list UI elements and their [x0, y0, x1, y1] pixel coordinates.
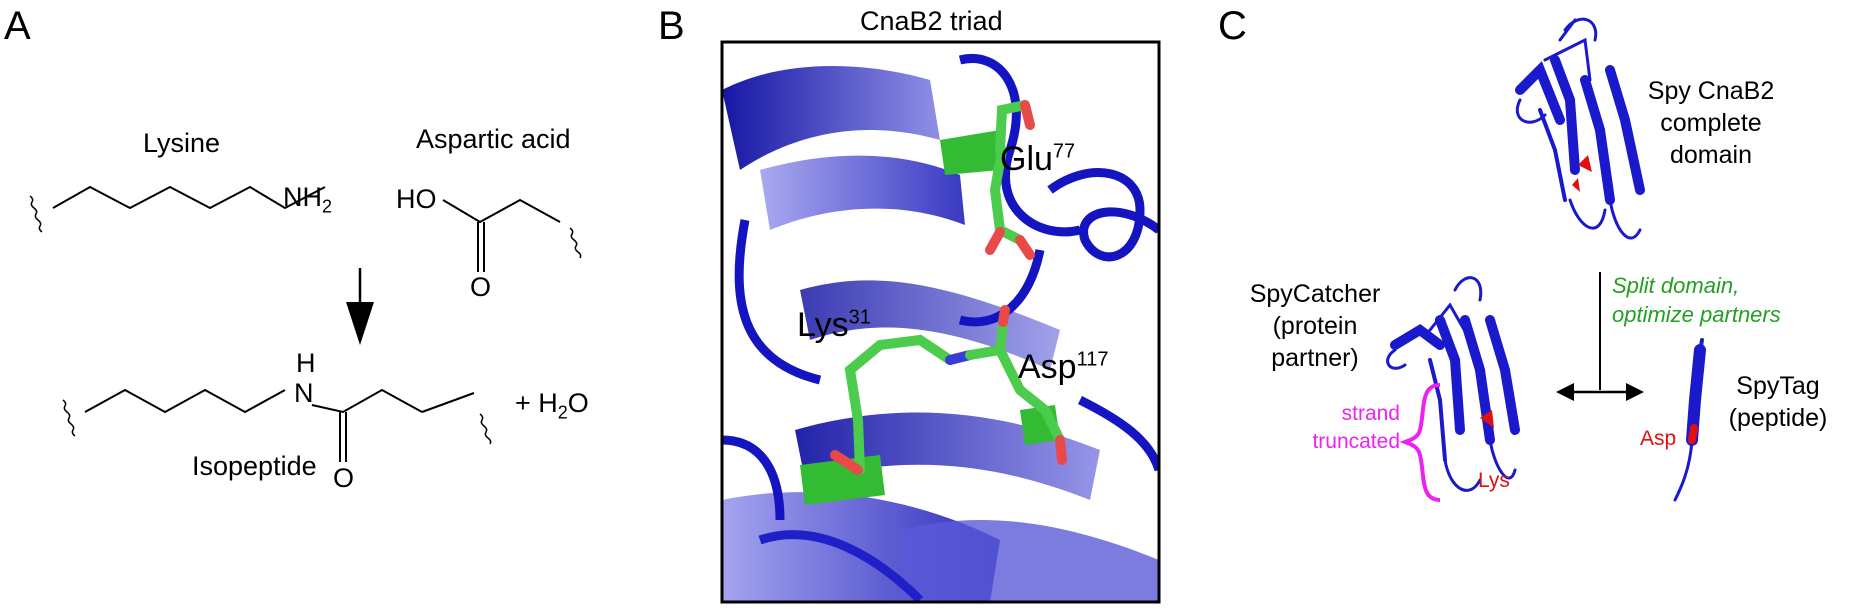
- spycatcher-red-lys: [1480, 410, 1494, 428]
- asp117-label: Asp117: [1018, 350, 1108, 384]
- spycatcher-lys-label: Lys: [1478, 469, 1510, 492]
- panel-b-title: CnaB2 triad: [860, 6, 1003, 36]
- panel-c-letter: C: [1218, 4, 1247, 48]
- lysine-wavy-bond: [29, 195, 43, 233]
- split-domain-line2: optimize partners: [1612, 301, 1781, 327]
- reaction-arrow: [346, 268, 374, 345]
- asp-oxygen-label: O: [470, 272, 492, 302]
- spytag-label: SpyTag (peptide): [1718, 370, 1838, 434]
- complete-domain-line3: domain: [1670, 141, 1752, 169]
- asp-chain: [442, 198, 561, 224]
- isopeptide-right-bond: [421, 392, 475, 413]
- isopeptide-chain: [84, 388, 286, 414]
- nh2-subscript: 2: [322, 196, 333, 217]
- water-plus-h: + H: [515, 388, 558, 418]
- double-arrow-right-head: [1626, 383, 1644, 401]
- asp-number: 117: [1076, 348, 1109, 371]
- lysine-label: Lysine: [143, 128, 221, 158]
- panel-b-structure: [720, 40, 1161, 604]
- ho-label: HO: [396, 184, 437, 214]
- panel-a-chemistry: [29, 185, 582, 462]
- spycatcher-line2: (protein: [1272, 312, 1358, 340]
- water-subscript: 2: [557, 402, 568, 423]
- complete-domain-red-asp: [1572, 178, 1580, 192]
- n-atom-label: N: [294, 378, 314, 408]
- truncated-brace: [1399, 383, 1441, 502]
- asp-name: Asp: [1018, 348, 1077, 386]
- panel-b-letter: B: [658, 4, 685, 48]
- complete-domain-line2: complete: [1660, 109, 1762, 137]
- asp-wavy-bond: [569, 227, 582, 259]
- water-o: O: [567, 388, 589, 418]
- complete-domain-line1: Spy CnaB2: [1647, 77, 1775, 105]
- lys31-label: Lys31: [797, 308, 871, 342]
- glu-number: 77: [1052, 140, 1076, 163]
- spytag-asp-label: Asp: [1640, 427, 1677, 450]
- isopeptide-wavy-left: [62, 399, 76, 437]
- spycatcher-line3: partner): [1271, 344, 1359, 372]
- lys-name: Lys: [797, 306, 849, 344]
- nh2-text: NH: [283, 182, 322, 212]
- spytag-cartoon: [1673, 338, 1706, 502]
- spycatcher-cartoon: [1386, 276, 1520, 492]
- structure-frame: [720, 40, 1161, 604]
- isopeptide-wavy-right: [479, 413, 492, 445]
- panel-a-letter: A: [4, 4, 31, 48]
- complete-domain-cartoon: [1515, 17, 1645, 240]
- aspartic-acid-label: Aspartic acid: [416, 124, 571, 154]
- asp117-sticks: [965, 305, 1067, 465]
- isopeptide-carbonyl: [339, 412, 347, 462]
- lysine-chain: [52, 185, 326, 210]
- asp-carbonyl: [477, 222, 485, 272]
- complete-domain-red-lys: [1578, 155, 1592, 172]
- spycatcher-label: SpyCatcher (protein partner): [1240, 278, 1390, 374]
- strand-truncated-line1: strand: [1341, 402, 1400, 425]
- isopeptide-c-n: [311, 388, 423, 414]
- panel-c-cartoons: [1386, 17, 1706, 502]
- lys-number: 31: [848, 306, 871, 329]
- isopeptide-label: Isopeptide: [192, 451, 317, 481]
- complete-domain-label: Spy CnaB2 complete domain: [1636, 75, 1786, 171]
- double-arrow-left-head: [1556, 383, 1574, 401]
- spycatcher-line1: SpyCatcher: [1249, 280, 1381, 308]
- water-label: + H2O: [515, 388, 589, 423]
- spytag-line1: SpyTag: [1736, 372, 1820, 400]
- isopeptide-oxygen-label: O: [333, 463, 355, 493]
- strand-truncated-line2: truncated: [1312, 430, 1400, 454]
- split-domain-line1: Split domain,: [1612, 273, 1740, 298]
- glu-name: Glu: [1000, 140, 1053, 178]
- h-atom-label: H: [296, 348, 316, 378]
- split-domain-label: Split domain, optimize partners: [1612, 272, 1781, 329]
- spytag-line2: (peptide): [1728, 404, 1828, 432]
- strand-truncated-label: strand truncated: [1296, 400, 1400, 457]
- glu77-sticks: [985, 100, 1035, 260]
- nh2-label: NH2: [283, 182, 333, 217]
- glu77-label: Glu77: [1000, 142, 1075, 176]
